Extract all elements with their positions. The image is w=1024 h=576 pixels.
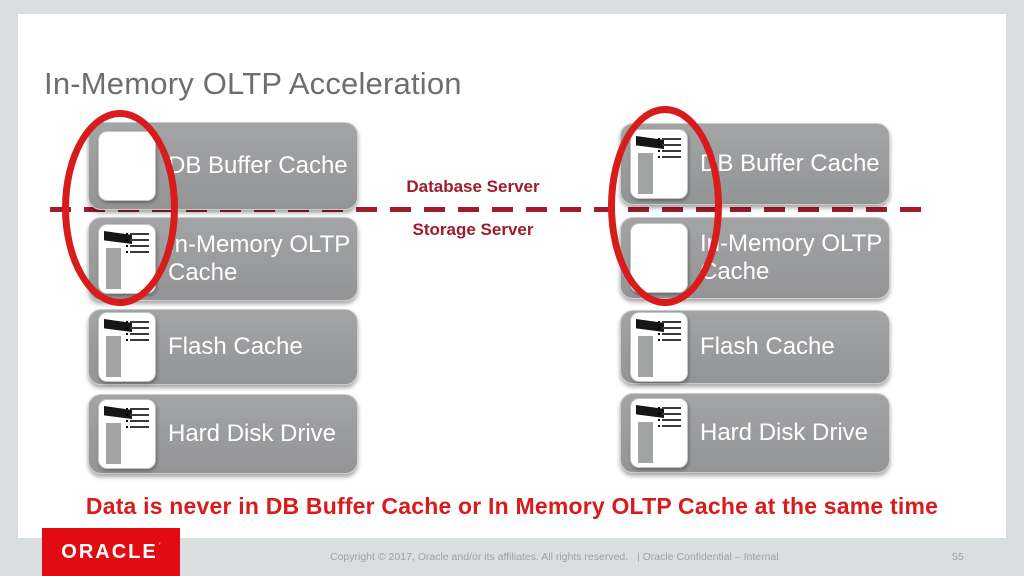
storage-server-label: Storage Server <box>412 220 534 239</box>
cache-box-label: In-Memory OLTP Cache <box>700 230 882 285</box>
storage-data-icon <box>98 399 156 469</box>
storage-data-icon <box>630 398 688 468</box>
right-flash-cache-box: Flash Cache <box>620 310 890 384</box>
footer-copyright: Copyright © 2017, Oracle and/or its affi… <box>330 551 990 563</box>
page-number: 55 <box>952 551 964 563</box>
cache-box-label: Flash Cache <box>168 333 303 361</box>
server-divider-line <box>50 207 932 212</box>
highlight-ellipse-left <box>62 110 178 306</box>
cache-box-label: Hard Disk Drive <box>168 420 337 448</box>
cache-box-label: Flash Cache <box>700 333 835 361</box>
highlight-ellipse-right <box>608 106 722 306</box>
storage-data-icon <box>630 312 688 382</box>
cache-box-label: DB Buffer Cache <box>700 150 880 178</box>
left-flash-cache-box: Flash Cache <box>88 309 358 385</box>
key-statement: Data is never in DB Buffer Cache or In M… <box>85 493 939 519</box>
copyright-text: Copyright © 2017, Oracle and/or its affi… <box>330 551 629 563</box>
cache-box-label: Hard Disk Drive <box>700 419 869 447</box>
storage-data-icon <box>98 312 156 382</box>
page-title: In-Memory OLTP Acceleration <box>44 66 462 101</box>
right-hard-disk-drive-box: Hard Disk Drive <box>620 393 890 473</box>
confidential-text: | Oracle Confidential – Internal <box>636 551 779 563</box>
oracle-logo-trademark: ’ <box>158 541 161 551</box>
left-hard-disk-drive-box: Hard Disk Drive <box>88 394 358 474</box>
oracle-logo-text: ORACLE <box>61 540 158 563</box>
slide-canvas: In-Memory OLTP Acceleration Database Ser… <box>18 14 1006 538</box>
database-server-label: Database Server <box>406 177 540 196</box>
cache-box-label: In-Memory OLTP Cache <box>168 231 350 286</box>
cache-box-label: DB Buffer Cache <box>168 152 348 180</box>
oracle-logo: ORACLE ’ <box>42 528 180 576</box>
